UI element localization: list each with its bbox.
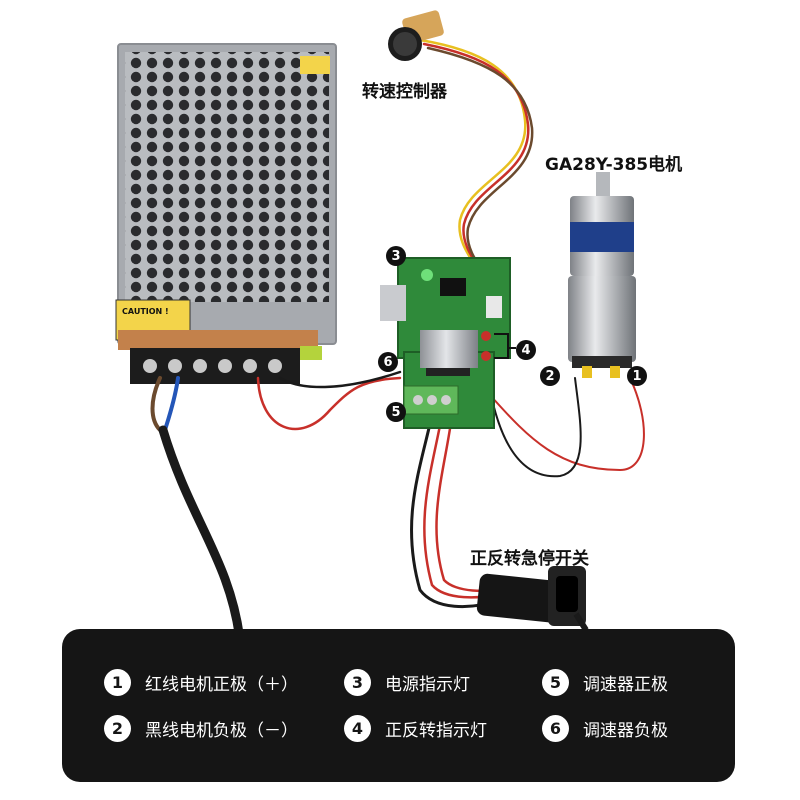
legend-text-1: 红线电机正极（＋） bbox=[145, 675, 298, 695]
legend-num-3: 3 bbox=[344, 669, 371, 696]
legend-num-2: 2 bbox=[104, 715, 131, 742]
psu-terminal-block bbox=[130, 348, 300, 384]
legend-item-1: 1 红线电机正极（＋） bbox=[104, 669, 298, 696]
legend-item-2: 2 黑线电机负极（－） bbox=[104, 715, 298, 742]
legend-item-6: 6 调速器负极 bbox=[542, 715, 668, 742]
badge-3-power-indicator: 3 bbox=[386, 246, 406, 266]
badge-5-controller-positive: 5 bbox=[386, 402, 406, 422]
legend-num-1: 1 bbox=[104, 669, 131, 696]
badge-1-red-positive: 1 bbox=[627, 366, 647, 386]
badge-6-controller-negative: 6 bbox=[378, 352, 398, 372]
legend-text-2: 黑线电机负极（－） bbox=[145, 721, 298, 741]
legend-text-3: 电源指示灯 bbox=[385, 675, 470, 695]
legend-num-4: 4 bbox=[344, 715, 371, 742]
legend-item-5: 5 调速器正极 bbox=[542, 669, 668, 696]
psu-caution-text: CAUTION ! bbox=[122, 307, 169, 316]
legend-num-6: 6 bbox=[542, 715, 569, 742]
legend-panel: 1 红线电机正极（＋） 3 电源指示灯 5 调速器正极 2 黑线电机负极（－） … bbox=[62, 629, 735, 782]
legend-text-6: 调速器负极 bbox=[583, 721, 668, 741]
badge-4-direction-indicator: 4 bbox=[516, 340, 536, 360]
badge-2-black-negative: 2 bbox=[540, 366, 560, 386]
legend-text-5: 调速器正极 bbox=[583, 675, 668, 695]
legend-item-4: 4 正反转指示灯 bbox=[344, 715, 487, 742]
speed-controller-knob bbox=[388, 10, 444, 61]
legend-text-4: 正反转指示灯 bbox=[385, 721, 487, 741]
motor-label: GA28Y-385电机 bbox=[545, 155, 683, 175]
gear-motor bbox=[568, 172, 636, 378]
legend-item-3: 3 电源指示灯 bbox=[344, 669, 470, 696]
mains-cable bbox=[150, 376, 245, 645]
reverse-estop-switch bbox=[476, 566, 589, 632]
power-supply: CAUTION ! bbox=[115, 43, 337, 384]
switch-label: 正反转急停开关 bbox=[470, 549, 589, 569]
driver-board bbox=[380, 257, 511, 429]
legend-num-5: 5 bbox=[542, 669, 569, 696]
speed-controller-label: 转速控制器 bbox=[362, 82, 447, 102]
